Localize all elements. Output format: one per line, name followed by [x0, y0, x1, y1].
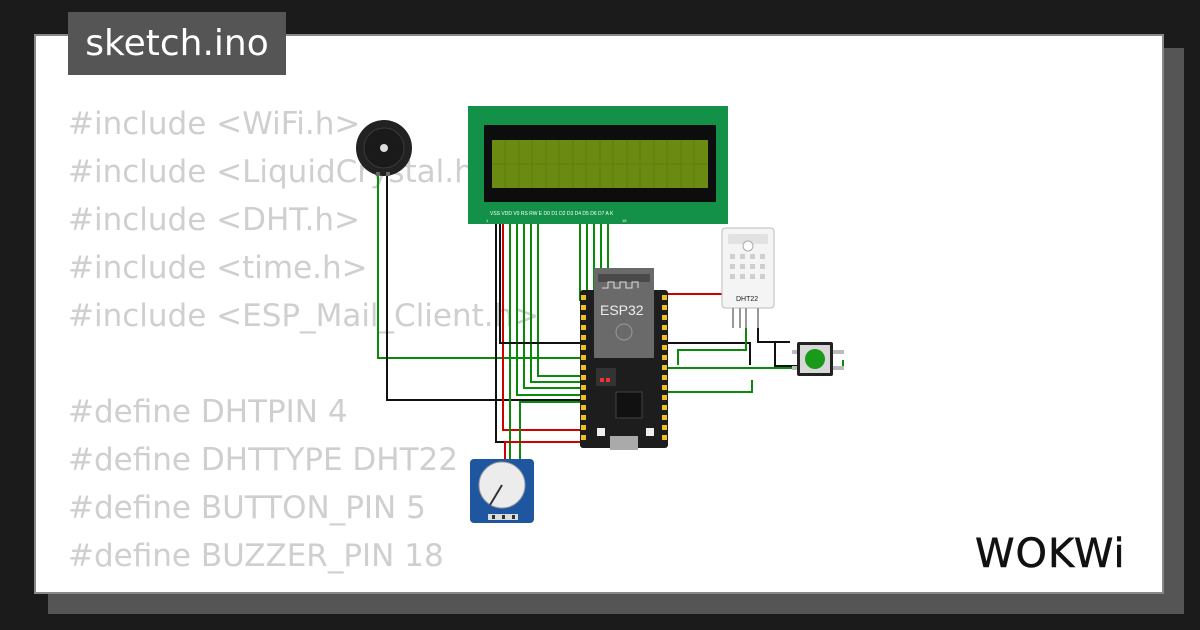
- wire-green: [537, 222, 585, 377]
- dht22-label: DHT22: [736, 296, 758, 303]
- wire-green: [519, 401, 585, 478]
- wire-green: [516, 222, 585, 396]
- lcd-pin-last: 16: [622, 218, 627, 223]
- code-line: #define DHTPIN 4: [68, 394, 348, 430]
- wire-green: [677, 328, 747, 365]
- wire-green: [523, 222, 585, 389]
- code-line: #define BUZZER_PIN 18: [68, 538, 444, 574]
- dht22-legs: [732, 308, 759, 328]
- code-line: #include <WiFi.h>: [68, 106, 361, 142]
- lcd-grid: [492, 140, 708, 188]
- wire-green: [530, 222, 585, 383]
- code-line: #include <DHT.h>: [68, 202, 361, 238]
- code-line: #include <time.h>: [68, 250, 368, 286]
- wire-green: [579, 222, 585, 301]
- lcd-display[interactable]: VSS VDD V0 RS RW E D0 D1 D2 D3 D4 D5 D6 …: [468, 106, 728, 224]
- code-preview: #include <WiFi.h> #include <LiquidCrysta…: [68, 100, 539, 580]
- buzzer[interactable]: [356, 120, 412, 176]
- wire-black: [774, 342, 800, 367]
- wire-red: [502, 222, 585, 431]
- esp32-label: ESP32: [600, 302, 644, 318]
- wire-black: [757, 328, 790, 343]
- code-line: #define BUTTON_PIN 5: [68, 490, 426, 526]
- pushbutton[interactable]: [792, 342, 844, 376]
- code-line: #define DHTTYPE DHT22: [68, 442, 458, 478]
- filename-tab: sketch.ino: [68, 12, 286, 75]
- wire-green: [660, 380, 753, 393]
- wire-black: [386, 168, 585, 401]
- lcd-pin-first: 1: [486, 218, 489, 223]
- lcd-pin-labels: VSS VDD V0 RS RW E D0 D1 D2 D3 D4 D5 D6 …: [490, 211, 614, 217]
- esp32-pins-right: [662, 295, 667, 440]
- wokwi-logo: WOKWi: [975, 531, 1126, 577]
- potentiometer[interactable]: [470, 459, 534, 523]
- wokwi-logo-text: WOKWi: [975, 531, 1126, 577]
- dht22-sensor[interactable]: DHT22: [721, 227, 775, 328]
- dht22-vents: [730, 254, 765, 279]
- esp32-board[interactable]: ESP32: [580, 268, 668, 450]
- esp32-pins-left: [581, 295, 586, 440]
- code-line: #include <LiquidCrystal.h>: [68, 154, 500, 190]
